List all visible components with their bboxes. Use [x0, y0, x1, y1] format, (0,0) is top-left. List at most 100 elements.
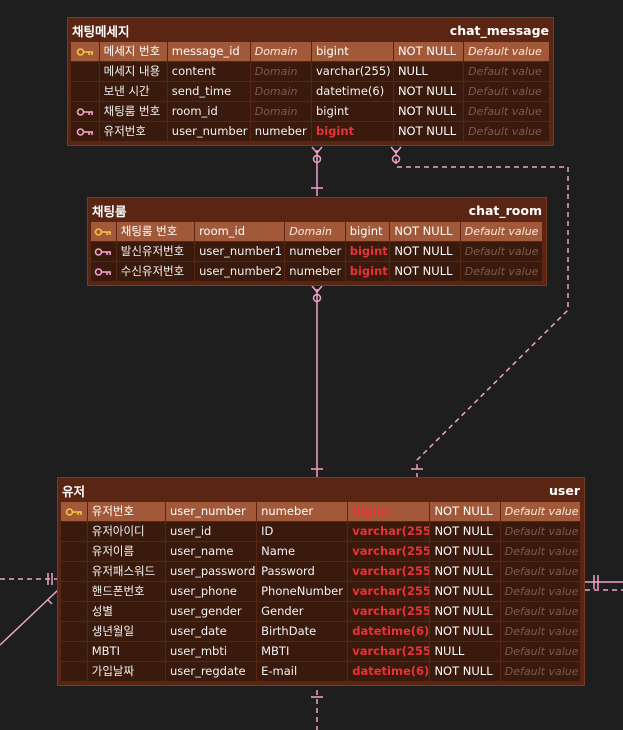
fk-key-icon — [71, 122, 99, 141]
cell-null: NOT NULL — [390, 222, 460, 241]
key-cell — [71, 82, 99, 101]
entity-physical-name: chat_message — [449, 22, 549, 38]
rel-user-room-crowfoot-r — [316, 285, 323, 293]
cell-column: user_number — [167, 122, 250, 141]
cell-null: NOT NULL — [393, 82, 464, 101]
cell-type: bigint — [311, 102, 393, 121]
cell-type: varchar(255) — [348, 602, 430, 621]
rel-room-message-optional-circle — [312, 154, 322, 164]
cell-column: room_id — [167, 102, 250, 121]
rel-user-message-crowfoot-r — [395, 146, 402, 154]
cell-null: NOT NULL — [430, 562, 500, 581]
cell-label: 채팅룸 번호 — [99, 102, 167, 121]
cell-default: Default value — [500, 562, 580, 581]
cell-column: send_time — [167, 82, 250, 101]
rel-user-room-crowfoot-l — [311, 285, 318, 293]
cell-type: bigint — [311, 42, 393, 61]
cell-domain: numeber — [250, 122, 311, 141]
fk-key-icon — [91, 242, 116, 261]
entity-physical-name: user — [549, 482, 580, 498]
cell-domain: Domain — [250, 82, 311, 101]
rel-room-message-crowfoot-r — [316, 146, 323, 154]
cell-default: Default value — [500, 602, 580, 621]
cell-type: varchar(255) — [348, 562, 430, 581]
cell-label: 핸드폰번호 — [87, 582, 165, 601]
rel-user-message-crowfoot-l — [390, 146, 397, 154]
key-cell — [61, 622, 87, 641]
cell-null: NOT NULL — [430, 662, 500, 681]
pk-key-icon — [91, 222, 116, 241]
cell-null: NULL — [393, 62, 464, 81]
cell-column: user_number1 — [195, 242, 285, 261]
cell-type: varchar(255) — [348, 542, 430, 561]
cell-label: 메세지 내용 — [99, 62, 167, 81]
cell-label: 유저번호 — [99, 122, 167, 141]
cell-column: user_date — [165, 622, 257, 641]
key-cell — [61, 582, 87, 601]
cell-null: NOT NULL — [390, 262, 460, 281]
cell-default: Default value — [500, 542, 580, 561]
cell-label: 발신유저번호 — [116, 242, 195, 261]
fk-key-icon — [91, 262, 116, 281]
key-cell — [61, 642, 87, 661]
cell-default: Default value — [464, 82, 549, 101]
cell-domain: numeber — [285, 262, 345, 281]
cell-domain: E-mail — [257, 662, 348, 681]
cell-default: Default value — [464, 42, 549, 61]
cell-domain: numeber — [285, 242, 345, 261]
cell-label: 유저번호 — [87, 502, 165, 521]
cell-default: Default value — [500, 582, 580, 601]
cell-null: NOT NULL — [430, 622, 500, 641]
cell-column: content — [167, 62, 250, 81]
cell-domain: Domain — [250, 102, 311, 121]
rel-user-room-optional-circle — [312, 293, 322, 303]
cell-null: NOT NULL — [393, 102, 464, 121]
cell-default: Default value — [500, 502, 580, 521]
cell-default: Default value — [460, 242, 542, 261]
entity-physical-name: chat_room — [468, 202, 542, 218]
cell-label: 유저패스워드 — [87, 562, 165, 581]
cell-label: 유저이름 — [87, 542, 165, 561]
rel-user-message-optional-circle — [391, 154, 401, 164]
cell-null: NOT NULL — [430, 522, 500, 541]
fk-key-icon — [71, 102, 99, 121]
entity-logical-name: 채팅룸 — [92, 203, 127, 219]
cell-null: NOT NULL — [390, 242, 460, 261]
cell-type: bigint — [345, 242, 390, 261]
cell-default: Default value — [464, 102, 549, 121]
cell-column: user_mbti — [165, 642, 257, 661]
entity-logical-name: 채팅메세지 — [72, 23, 130, 39]
key-cell — [61, 562, 87, 581]
cell-domain: Gender — [257, 602, 348, 621]
cell-column: user_name — [165, 542, 257, 561]
cell-column: user_number — [165, 502, 257, 521]
cell-default: Default value — [464, 62, 549, 81]
cell-null: NULL — [430, 642, 500, 661]
entity-header: 채팅메세지 chat_message — [68, 18, 553, 42]
cell-column: message_id — [167, 42, 250, 61]
cell-domain: numeber — [257, 502, 348, 521]
key-cell — [61, 662, 87, 681]
cell-default: Default value — [500, 662, 580, 681]
